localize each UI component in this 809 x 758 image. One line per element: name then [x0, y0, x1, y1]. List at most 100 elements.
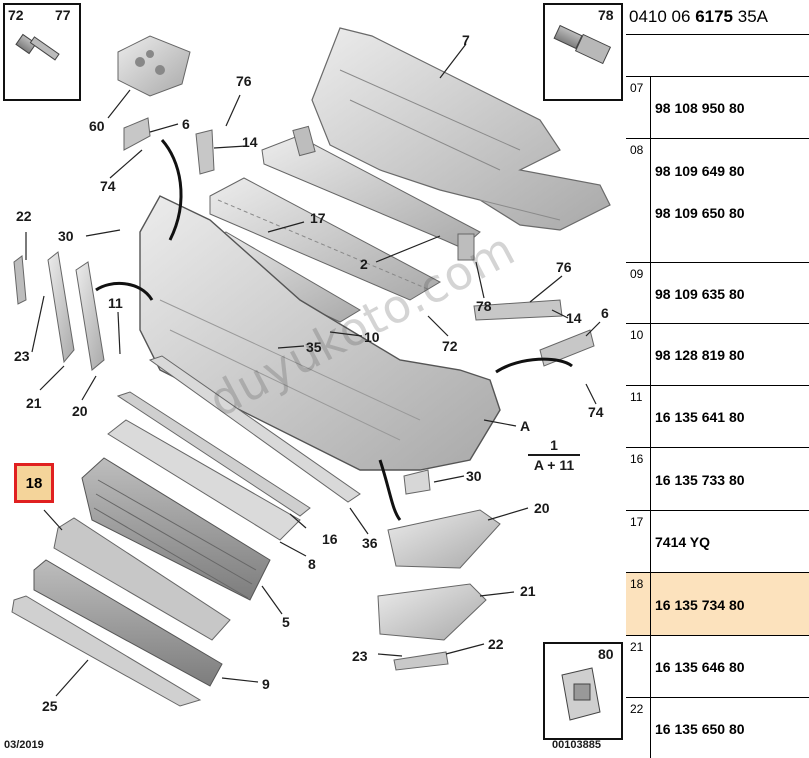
panel-header: 0410 06 6175 35A: [626, 0, 809, 34]
callout-A[interactable]: A: [520, 418, 531, 434]
diagram-artwork: [3, 3, 623, 740]
diagram-ref-number: 00103885: [552, 739, 601, 751]
callout-17[interactable]: 17: [310, 210, 326, 226]
callout-25[interactable]: 25: [42, 698, 58, 714]
assembly-formula: 1 A + 11: [524, 437, 584, 473]
row-part-number: 16 135 733 80: [655, 471, 745, 488]
row-part-number: 16 135 641 80: [655, 409, 745, 425]
callout-74-right[interactable]: 74: [588, 404, 604, 420]
panel-spacer: [626, 34, 809, 77]
callout-2[interactable]: 2: [360, 256, 368, 272]
fixing-kit-60: [117, 35, 191, 97]
row-code: 21: [626, 636, 651, 697]
clip-nut-icon: [561, 667, 601, 721]
trim-strip-16: [116, 391, 311, 517]
formula-bottom: A + 11: [533, 457, 575, 473]
callout-20-right[interactable]: 20: [534, 500, 550, 516]
callout-23-left[interactable]: 23: [14, 348, 30, 364]
callout-23-right[interactable]: 23: [352, 648, 368, 664]
callout-30-right[interactable]: 30: [466, 468, 482, 484]
header-bold: 6175: [695, 7, 734, 26]
bracket-6-right: [539, 329, 595, 367]
bracket-14-right: [473, 299, 563, 321]
row-code: 11: [626, 386, 651, 447]
callout-22-right[interactable]: 22: [488, 636, 504, 652]
bolt-icon-right: [553, 24, 612, 65]
callout-10[interactable]: 10: [364, 329, 380, 345]
leader-lines: [25, 43, 601, 697]
header-suffix: 35A: [733, 7, 768, 26]
formula-top: 1: [550, 437, 558, 453]
callout-74-left[interactable]: 74: [100, 178, 116, 194]
row-part-number: 98 109 649 80: [655, 163, 745, 179]
row-part-number: 98 108 950 80: [655, 100, 745, 116]
callout-30-left[interactable]: 30: [58, 228, 74, 244]
callout-78[interactable]: 78: [476, 298, 492, 314]
row-part-number: 16 135 650 80: [655, 720, 745, 737]
bracket-14-left: [195, 129, 215, 175]
row-code: 16: [626, 448, 651, 510]
callout-35[interactable]: 35: [306, 339, 322, 355]
corner-label-72: 72: [8, 7, 24, 23]
row-code: 08: [626, 139, 651, 262]
callout-60[interactable]: 60: [89, 118, 105, 134]
row-code: 18: [626, 573, 651, 635]
bolt-icon-left: [15, 33, 60, 61]
row-code: 10: [626, 324, 651, 385]
exploded-parts-diagram: 72 77 78 80 7 60 76 6 14 74 22 30 17 2 7…: [3, 3, 623, 751]
trim-left-22: [13, 255, 27, 305]
trim-strip-36: [148, 355, 361, 503]
callout-6-right[interactable]: 6: [601, 305, 609, 321]
callout-6-left[interactable]: 6: [182, 116, 190, 132]
row-part-number: 98 128 819 80: [655, 347, 745, 363]
callout-21-left[interactable]: 21: [26, 395, 42, 411]
lower-grille-9: [33, 559, 223, 687]
trim-right-22: [393, 651, 449, 671]
callout-11[interactable]: 11: [108, 295, 123, 311]
callout-21-right[interactable]: 21: [520, 583, 536, 599]
row-part-number: 98 109 650 80: [655, 205, 745, 221]
lower-panel-18: [53, 517, 231, 641]
callout-5[interactable]: 5: [282, 614, 290, 630]
callout-16[interactable]: 16: [322, 531, 338, 547]
fog-bezel-right-21: [377, 583, 487, 641]
header-prefix: 0410 06: [629, 7, 696, 26]
callout-22-left[interactable]: 22: [16, 208, 32, 224]
bolt-detail-box-left: [3, 3, 81, 101]
callout-76-right[interactable]: 76: [556, 259, 572, 275]
clip-30: [403, 469, 431, 495]
bolt-detail-box-right: [543, 3, 623, 101]
upper-grille-8: [107, 419, 301, 541]
fog-bezel-left-21: [47, 251, 75, 364]
callout-9[interactable]: 9: [262, 676, 270, 692]
hose-right: [495, 357, 573, 374]
callout-72[interactable]: 72: [442, 338, 458, 354]
row-code: 07: [626, 77, 651, 138]
hose-left-2: [95, 281, 154, 301]
clip-detail-box: [543, 642, 623, 740]
main-grille-5: [81, 457, 271, 601]
corner-label-78: 78: [598, 7, 614, 23]
bracket-6-left: [123, 117, 151, 151]
callout-7[interactable]: 7: [462, 32, 470, 48]
callout-14-right[interactable]: 14: [566, 310, 582, 326]
corner-label-77: 77: [55, 7, 71, 23]
callout-20-left[interactable]: 20: [72, 403, 88, 419]
callout-76-top[interactable]: 76: [236, 73, 252, 89]
callout-14-left[interactable]: 14: [242, 134, 258, 150]
callout-36[interactable]: 36: [362, 535, 378, 551]
callout-8[interactable]: 8: [308, 556, 316, 572]
callout-18-selected[interactable]: 18: [14, 463, 54, 503]
row-part-number: 98 109 635 80: [655, 285, 745, 302]
